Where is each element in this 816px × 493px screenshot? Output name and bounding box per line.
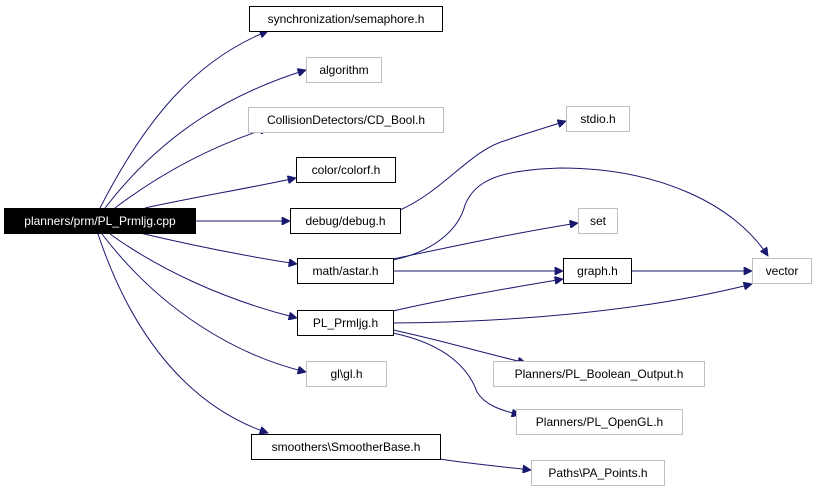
node-colorf[interactable]: color/colorf.h — [296, 157, 396, 183]
node-cd-bool[interactable]: CollisionDetectors/CD_Bool.h — [248, 107, 444, 133]
edge-root-glgl — [101, 233, 306, 372]
node-pl-prmljg-h[interactable]: PL_Prmljg.h — [297, 310, 394, 336]
edge-smoother-pa-points — [439, 458, 531, 470]
edge-pl-prmljg-h-graph — [392, 279, 563, 312]
edge-root-astar — [139, 232, 297, 264]
edge-pl-prmljg-h-vector — [392, 284, 752, 324]
node-root-file[interactable]: planners/prm/PL_Prmljg.cpp — [4, 208, 196, 234]
edge-root-synchronization — [99, 31, 268, 209]
node-stdio[interactable]: stdio.h — [566, 106, 630, 132]
edge-root-colorf — [144, 178, 296, 209]
node-pl-opengl[interactable]: Planners/PL_OpenGL.h — [516, 409, 683, 435]
node-vector[interactable]: vector — [752, 258, 812, 284]
node-math-astar[interactable]: math/astar.h — [297, 258, 394, 284]
edge-astar-vector — [392, 167, 768, 261]
node-set[interactable]: set — [578, 208, 618, 234]
node-boolean-output[interactable]: Planners/PL_Boolean_Output.h — [493, 361, 705, 387]
node-algorithm[interactable]: algorithm — [306, 57, 382, 83]
edge-root-cd-bool — [114, 128, 268, 209]
edge-pl-prmljg-h-boolean-output — [392, 329, 526, 363]
edge-root-algorithm — [104, 70, 306, 209]
node-synchronization-semaphore[interactable]: synchronization/semaphore.h — [249, 6, 443, 32]
node-smoother-base[interactable]: smoothers\SmootherBase.h — [251, 434, 441, 460]
edge-pl-prmljg-h-opengl — [392, 332, 520, 415]
node-graph[interactable]: graph.h — [563, 258, 632, 284]
edge-root-pl-prmljg-h — [109, 233, 297, 318]
node-gl-gl[interactable]: gl\gl.h — [306, 361, 387, 387]
edge-astar-set — [392, 223, 578, 260]
edge-root-smoother — [97, 233, 268, 433]
edge-debug-stdio — [399, 121, 566, 211]
node-pa-points[interactable]: Paths\PA_Points.h — [531, 460, 665, 486]
node-debug[interactable]: debug/debug.h — [290, 208, 401, 234]
